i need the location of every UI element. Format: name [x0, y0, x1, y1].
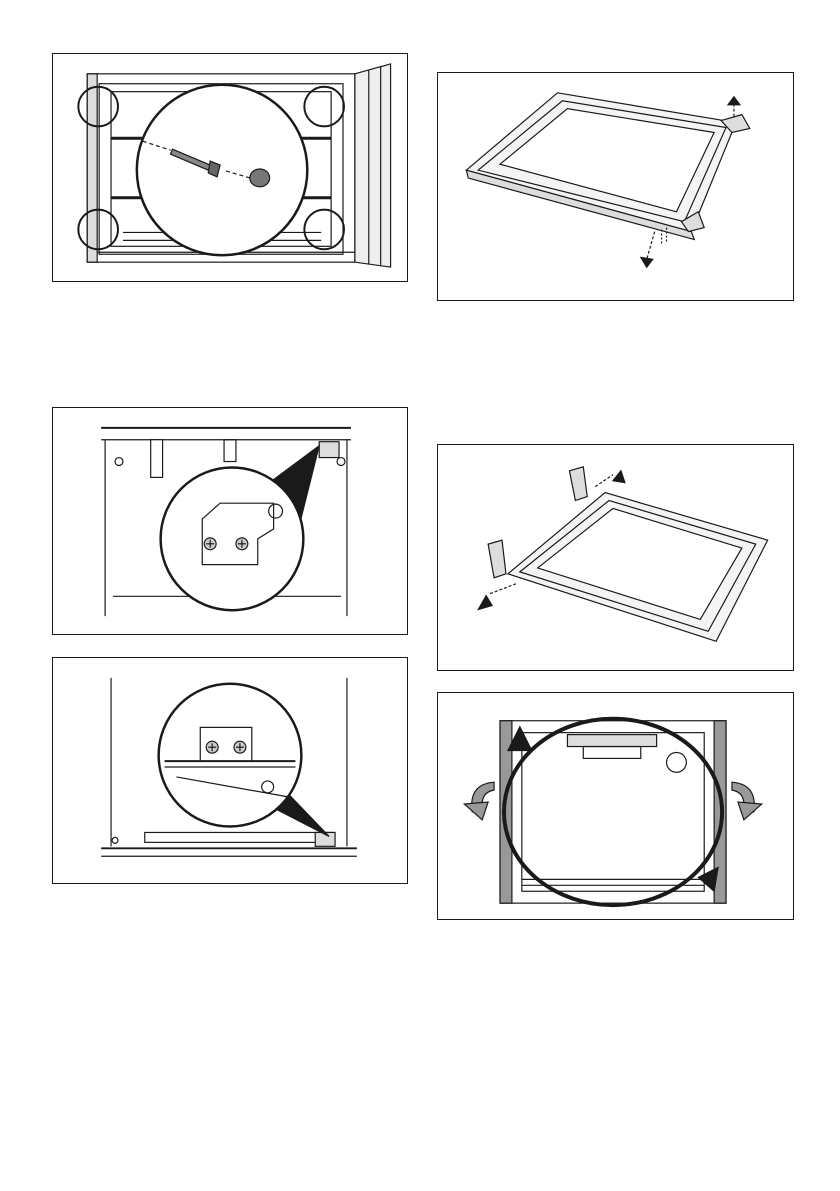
door-handle [567, 735, 656, 747]
turn-arrow-right-icon [732, 782, 762, 820]
magnifier-circle [137, 85, 307, 255]
corner-circle-top-right [304, 87, 344, 127]
corner-circle-bottom-left [78, 210, 118, 250]
hinge-bracket-left [488, 540, 506, 578]
door-glass-frame [508, 493, 768, 642]
figure-door-rotation [437, 692, 794, 920]
figure-glass-frame-hinge-refit [437, 444, 794, 671]
arrow-up-icon [728, 97, 740, 117]
figure-upper-hinge-bracket-detail [52, 407, 408, 635]
arrow-right-icon [478, 584, 516, 610]
figure-hinge-cover-screw-removal [52, 53, 408, 282]
cap-icon [250, 169, 270, 187]
bracket-small [319, 442, 339, 458]
arrow-left-icon [595, 471, 625, 487]
hinge-bracket-top [569, 467, 587, 501]
turn-arrow-left-icon [464, 782, 494, 820]
corner-circle-top-left [78, 87, 118, 127]
corner-circle-bottom-right [304, 210, 344, 250]
arrow-down-icon [641, 232, 655, 268]
figure-glass-frame-hinge-removal [437, 72, 794, 301]
open-door [355, 64, 391, 267]
figure-lower-hinge-bracket-detail [52, 657, 408, 884]
